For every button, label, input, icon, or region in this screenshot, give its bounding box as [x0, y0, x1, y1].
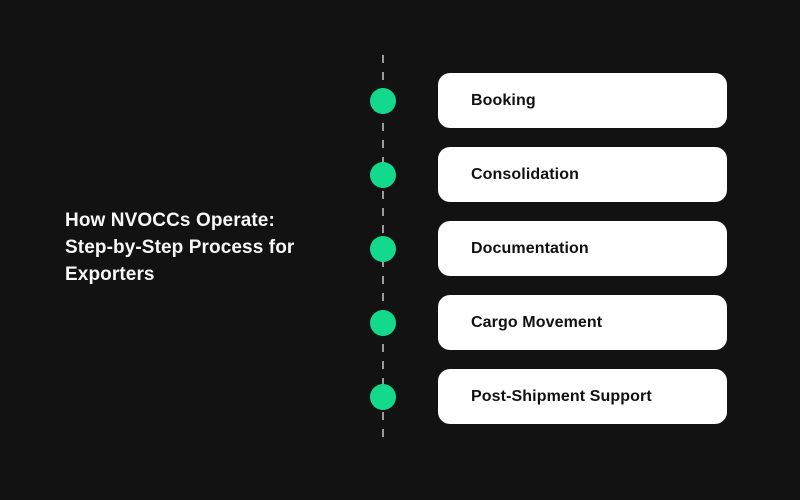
timeline-dot-icon: [370, 383, 396, 410]
step-label: Booking: [471, 91, 536, 109]
step-card: Documentation: [438, 221, 727, 276]
timeline-step-booking: Booking: [370, 73, 727, 128]
diagram-title-line: Exporters: [65, 264, 155, 285]
timeline-step-cargo-movement: Cargo Movement: [370, 295, 727, 350]
step-card: Consolidation: [438, 147, 727, 202]
diagram-title-line: Step-by-Step Process for: [65, 237, 295, 258]
step-card: Cargo Movement: [438, 295, 727, 350]
step-label: Documentation: [471, 239, 589, 257]
diagram-title-line: How NVOCCs Operate:: [65, 210, 275, 231]
timeline-dot-icon: [370, 235, 396, 262]
timeline-dot-icon: [370, 161, 396, 188]
timeline-dot-icon: [370, 309, 396, 336]
timeline-step-consolidation: Consolidation: [370, 147, 727, 202]
timeline-dot-icon: [370, 87, 396, 114]
diagram-title: How NVOCCs Operate: Step-by-Step Process…: [65, 207, 345, 288]
step-card: Post-Shipment Support: [438, 369, 727, 424]
timeline-step-documentation: Documentation: [370, 221, 727, 276]
timeline-steps: Booking Consolidation Documentation Carg…: [370, 73, 727, 424]
step-label: Cargo Movement: [471, 313, 603, 331]
step-label: Post-Shipment Support: [471, 387, 652, 405]
timeline-step-post-shipment-support: Post-Shipment Support: [370, 369, 727, 424]
step-card: Booking: [438, 73, 727, 128]
step-label: Consolidation: [471, 165, 579, 183]
